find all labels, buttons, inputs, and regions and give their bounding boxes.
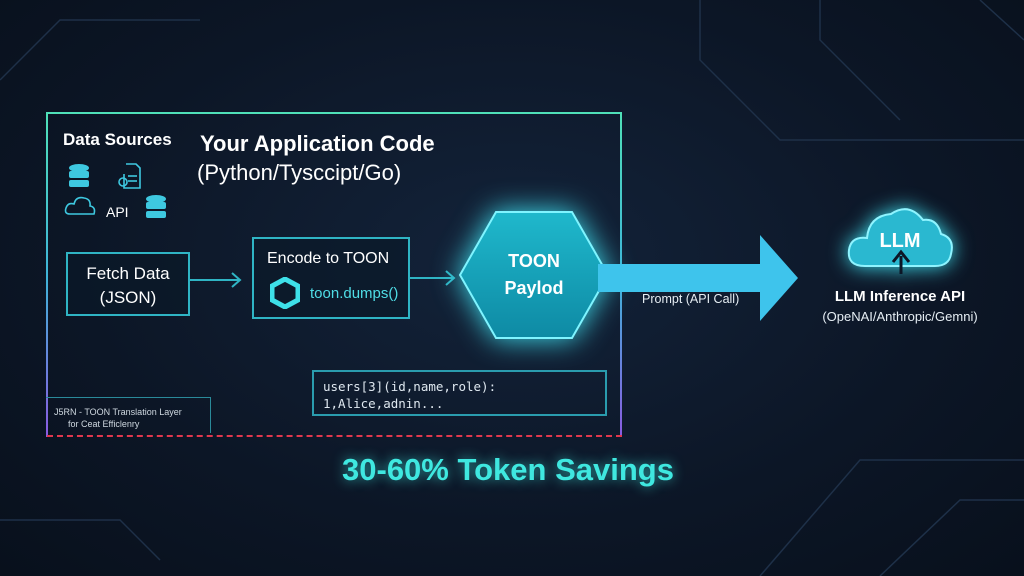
data-sources-label: Data Sources [63,130,172,149]
hexagon-logo-icon [270,277,300,309]
footnote-line2: for Ceat Efficlenry [68,419,140,429]
code-line2: 1,Alice,adnin... [323,396,444,411]
llm-cloud-label: LLM [879,230,921,252]
document-gear-icon [118,163,141,189]
payload-label: TOON Paylod [458,248,610,302]
arrow-fetch-to-encode [190,272,242,288]
fetch-line1: Fetch Data [86,264,170,283]
arrow-encode-to-payload [410,270,456,286]
database-icon [69,164,89,187]
token-savings-headline: 30-60% Token Savings [342,452,674,487]
cloud-icon [64,196,96,215]
translation-layer-note: J5RN - TOON Translation Layer for Ceat E… [46,397,211,433]
app-title: Your Application Code [200,131,435,156]
prompt-label: Prompt (API Call) [642,292,740,306]
encode-box: Encode to TOON toon.dumps() [252,237,410,319]
database-icon [146,195,166,218]
dashed-border [47,435,622,437]
api-label: API [106,204,129,220]
code-sample: users[3](id,name,role): 1,Alice,adnin... [312,370,607,416]
llm-cloud-icon [847,208,953,274]
toon-payload-hexagon [458,211,610,339]
payload-line2: Paylod [504,278,564,298]
code-line1: users[3](id,name,role): [323,379,497,394]
encode-title: Encode to TOON [267,250,390,267]
payload-line1: TOON [508,251,560,271]
llm-providers: (OpeNAI/Anthropic/Gemni) [822,309,978,324]
fetch-data-box: Fetch Data (JSON) [66,252,190,316]
encode-function: toon.dumps() [310,285,399,302]
fetch-line2: (JSON) [99,288,157,307]
prompt-arrow [598,235,798,321]
app-subtitle: (Python/Tysccipt/Go) [197,160,402,185]
data-source-icons [64,163,166,218]
llm-inference-title: LLM Inference API [834,288,966,305]
footnote-line1: J5RN - TOON Translation Layer [54,407,182,417]
